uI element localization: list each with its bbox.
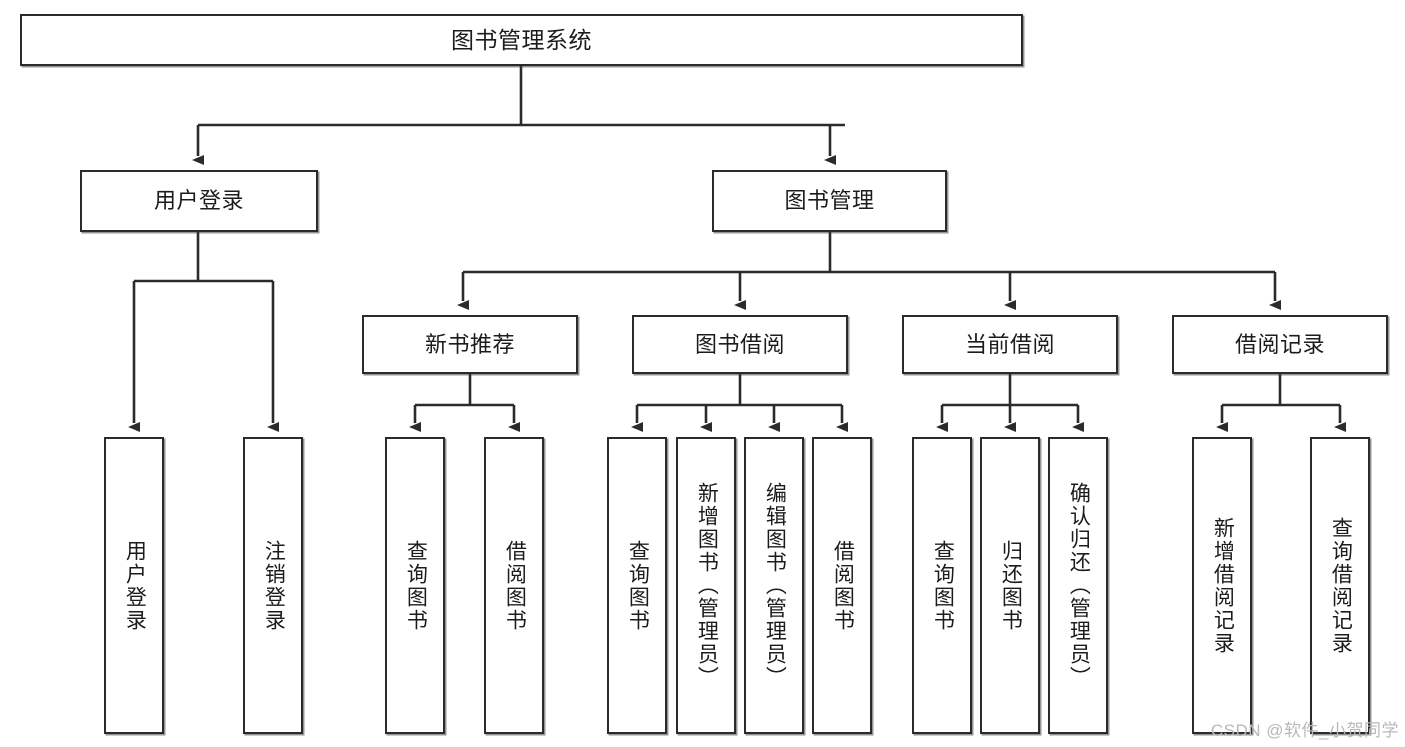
node-leaf-return-book-label: 归还图书 xyxy=(999,539,1023,632)
node-leaf-user-login[interactable]: 用户登录 xyxy=(104,437,164,734)
node-user-login[interactable]: 用户登录 xyxy=(80,170,318,232)
node-leaf-logout-login-label: 注销登录 xyxy=(262,539,286,632)
node-book-borrow[interactable]: 图书借阅 xyxy=(632,315,848,374)
csdn-watermark: CSDN @软件_小贺同学 xyxy=(1210,721,1399,740)
node-new-book-recommend-label: 新书推荐 xyxy=(424,331,515,357)
node-root-system[interactable]: 图书管理系统 xyxy=(20,14,1023,66)
node-current-borrow-label: 当前借阅 xyxy=(964,331,1055,357)
node-leaf-query-book-1-label: 查询图书 xyxy=(404,539,428,632)
node-borrow-record[interactable]: 借阅记录 xyxy=(1172,315,1388,374)
node-leaf-add-borrow-record-label: 新增借阅记录 xyxy=(1211,516,1235,655)
node-leaf-user-login-label: 用户登录 xyxy=(123,539,147,632)
node-leaf-borrow-book-1-label: 借阅图书 xyxy=(503,539,527,632)
node-leaf-confirm-return[interactable]: 确认归还（管理员） xyxy=(1048,437,1108,734)
node-leaf-query-book-3[interactable]: 查询图书 xyxy=(912,437,972,734)
node-book-borrow-label: 图书借阅 xyxy=(694,331,785,357)
node-leaf-return-book[interactable]: 归还图书 xyxy=(980,437,1040,734)
node-book-manage[interactable]: 图书管理 xyxy=(712,170,947,232)
node-leaf-add-book[interactable]: 新增图书（管理员） xyxy=(676,437,736,734)
node-root-system-label: 图书管理系统 xyxy=(451,26,592,53)
node-leaf-query-book-2[interactable]: 查询图书 xyxy=(607,437,667,734)
node-leaf-query-book-3-label: 查询图书 xyxy=(931,539,955,632)
node-leaf-confirm-return-label: 确认归还（管理员） xyxy=(1067,482,1091,689)
node-leaf-edit-book[interactable]: 编辑图书（管理员） xyxy=(744,437,804,734)
node-leaf-logout-login[interactable]: 注销登录 xyxy=(243,437,303,734)
node-leaf-borrow-book-2[interactable]: 借阅图书 xyxy=(812,437,872,734)
node-leaf-borrow-book-2-label: 借阅图书 xyxy=(831,539,855,632)
node-user-login-label: 用户登录 xyxy=(153,188,244,214)
node-leaf-add-book-label: 新增图书（管理员） xyxy=(695,482,719,689)
node-new-book-recommend[interactable]: 新书推荐 xyxy=(362,315,578,374)
node-leaf-query-borrow-record-label: 查询借阅记录 xyxy=(1329,516,1353,655)
node-leaf-edit-book-label: 编辑图书（管理员） xyxy=(763,482,787,689)
node-leaf-add-borrow-record[interactable]: 新增借阅记录 xyxy=(1192,437,1252,734)
node-book-manage-label: 图书管理 xyxy=(784,188,875,214)
node-leaf-borrow-book-1[interactable]: 借阅图书 xyxy=(484,437,544,734)
node-leaf-query-book-1[interactable]: 查询图书 xyxy=(385,437,445,734)
node-leaf-query-borrow-record[interactable]: 查询借阅记录 xyxy=(1310,437,1370,734)
node-current-borrow[interactable]: 当前借阅 xyxy=(902,315,1118,374)
node-borrow-record-label: 借阅记录 xyxy=(1234,331,1325,357)
node-leaf-query-book-2-label: 查询图书 xyxy=(626,539,650,632)
